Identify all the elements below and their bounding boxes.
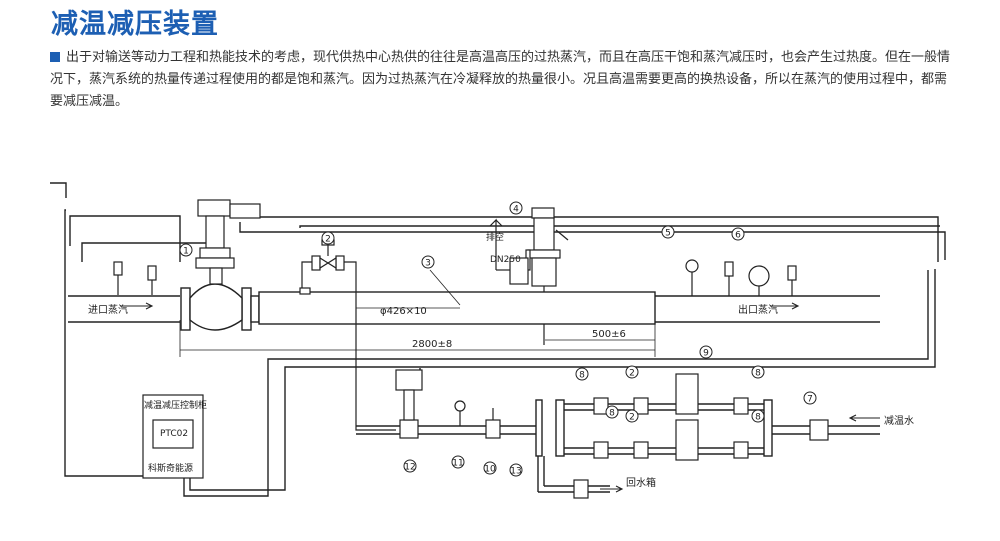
- shutoff-valve-icon: [485, 419, 501, 439]
- callout-circle: [575, 367, 589, 381]
- cabinet-model: PTC02: [160, 429, 188, 439]
- pump-icon: [675, 373, 699, 415]
- callout-circle: [451, 455, 465, 469]
- callout-circle: [483, 461, 497, 475]
- callout-number: 8: [755, 413, 761, 423]
- callout-number: 8: [609, 409, 615, 419]
- actuator-small-icon: [395, 369, 423, 391]
- callout-circle: [803, 391, 817, 405]
- water-label: 减温水: [884, 415, 914, 427]
- callout-circle: [731, 227, 745, 241]
- corner-mark: [50, 182, 67, 198]
- callout-number: 8: [755, 369, 761, 379]
- nozzle-icon: [299, 287, 311, 295]
- signal-wire: [299, 225, 940, 228]
- callout-circle: [321, 231, 335, 245]
- check-valve-icon: [301, 239, 396, 431]
- callout-number: 11: [452, 459, 463, 469]
- signal-wire: [69, 215, 181, 262]
- callout-number: 3: [425, 259, 431, 269]
- callout-number: 4: [513, 205, 519, 215]
- gate-valve-icon: [593, 441, 609, 459]
- callout-circle: [699, 345, 713, 359]
- check-valve-small-icon: [633, 397, 649, 415]
- thermometer-icon: [147, 265, 157, 281]
- inlet-flange: [180, 287, 191, 331]
- callout-number: 5: [665, 229, 671, 239]
- callout-circle: [751, 409, 765, 423]
- cabinet-title: 减温减压控制柜: [144, 399, 207, 411]
- cabinet-brand: 科斯奇能源: [148, 462, 193, 474]
- vent-pipe: [489, 218, 545, 345]
- transmitter-icon: [113, 261, 123, 276]
- check-valve-small-icon: [633, 441, 649, 459]
- inlet-label: 进口蒸汽: [88, 303, 128, 316]
- callout-circle: [179, 243, 193, 257]
- callout-circle: [625, 409, 639, 423]
- pipe-dimension: φ426×10: [380, 306, 427, 317]
- gate-valve-icon: [593, 397, 609, 415]
- intro-text: 出于对输送等动力工程和热能技术的考虑，现代供热中心热供的往往是高温高压的过热蒸汽…: [50, 50, 951, 109]
- dimension-500: 500±6: [592, 329, 626, 340]
- regulating-valve-icon: [399, 419, 419, 439]
- callout-circle: [661, 225, 675, 239]
- dimension-2800: 2800±8: [412, 339, 452, 350]
- dn-label: DN250: [490, 255, 521, 265]
- callout-number: 2: [629, 413, 635, 423]
- callout-number: 6: [735, 231, 741, 241]
- outlet-flange: [241, 287, 252, 331]
- vent-label: 排空: [486, 231, 504, 243]
- gauge-small-icon: [454, 400, 466, 412]
- return-label: 回水箱: [626, 476, 656, 489]
- callout-number: 7: [807, 395, 813, 405]
- callout-circle: [605, 405, 619, 419]
- callout-number: 12: [404, 463, 415, 473]
- transmitter-icon: [787, 265, 797, 281]
- signal-wire: [81, 242, 220, 262]
- callout-circle: [421, 255, 435, 269]
- gate-valve-icon: [733, 397, 749, 415]
- pump-icon: [675, 419, 699, 461]
- electric-actuator-icon: [195, 199, 261, 285]
- reducer: [250, 295, 260, 323]
- callout-number: 13: [510, 467, 521, 477]
- control-cabinet: [142, 394, 204, 479]
- page-title: 减温减压装置: [51, 9, 219, 40]
- manifold-left: [555, 399, 565, 457]
- gate-valve-icon: [733, 441, 749, 459]
- strainer-icon: [809, 419, 829, 441]
- pressure-gauge-icon: [685, 259, 699, 273]
- return-valve-icon: [573, 479, 589, 499]
- callout-circle: [403, 459, 417, 473]
- outlet-label: 出口蒸汽: [738, 303, 778, 316]
- intro-paragraph: 出于对输送等动力工程和热能技术的考虑，现代供热中心热供的往往是高温高压的过热蒸汽…: [50, 47, 950, 113]
- callout-number: 8: [579, 371, 585, 381]
- callout-circle: [751, 365, 765, 379]
- signal-wire: [183, 270, 929, 497]
- signal-wire: [64, 209, 183, 477]
- signal-wire: [239, 222, 946, 260]
- manifold-right: [763, 399, 773, 457]
- thermometer-dial-icon: [748, 265, 770, 287]
- transmitter-icon: [724, 261, 734, 277]
- callout-number: 2: [629, 369, 635, 379]
- safety-valve-icon: [525, 207, 569, 287]
- callout-circle: [509, 201, 523, 215]
- signal-wire: [250, 216, 939, 262]
- bullet-square-icon: [50, 52, 60, 62]
- pressure-valve-body: [189, 283, 243, 331]
- signal-wire: [189, 269, 936, 491]
- callout-number: 10: [484, 465, 496, 475]
- callout-circle: [625, 365, 639, 379]
- callout-circle: [509, 463, 523, 477]
- callout-number: 1: [183, 247, 189, 257]
- callout-number: 9: [703, 349, 709, 359]
- callout-number: 2: [325, 235, 331, 245]
